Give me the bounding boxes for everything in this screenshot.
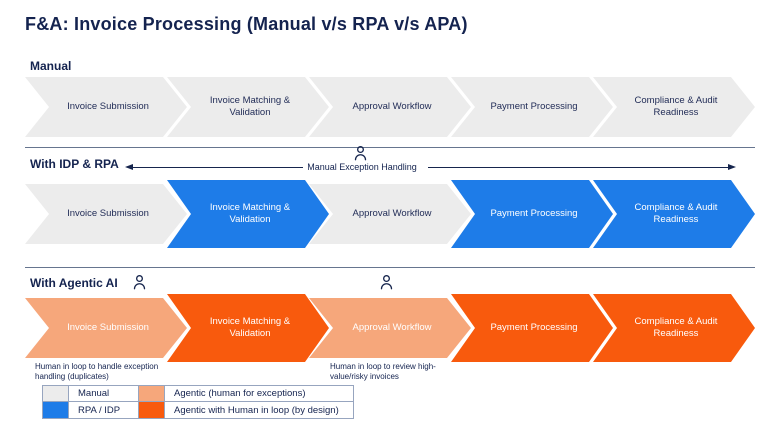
divider [25, 267, 755, 268]
chevron-label: Payment Processing [490, 322, 578, 334]
row-label-manual: Manual [30, 59, 72, 73]
chevron-invoice-submission: Invoice Submission [25, 77, 187, 137]
chevron-label: Compliance & Audit Readiness [634, 202, 718, 225]
legend-swatch-manual [43, 386, 69, 402]
chevron-approval-workflow: Approval Workflow [309, 77, 471, 137]
chevron-label: Approval Workflow [352, 322, 432, 334]
chevron-label: Approval Workflow [352, 101, 432, 113]
chevron-invoice-submission: Invoice Submission [25, 184, 187, 244]
process-row-agentic-ai: Invoice Submission Invoice Matching & Va… [25, 294, 755, 362]
chevron-label: Invoice Submission [67, 322, 149, 334]
person-icon [380, 275, 393, 290]
chevron-label: Payment Processing [490, 208, 578, 220]
process-row-idp-rpa: Invoice Submission Invoice Matching & Va… [25, 180, 755, 248]
chevron-label: Invoice Matching & Validation [209, 202, 291, 225]
chevron-compliance-audit: Compliance & Audit Readiness [593, 77, 755, 137]
exception-arrowhead-left [125, 164, 133, 170]
footnote-exception-handling: Human in loop to handle exception handli… [35, 362, 159, 382]
legend-swatch-agentic-dark [139, 402, 165, 418]
chevron-label: Invoice Submission [67, 101, 149, 113]
process-row-manual: Invoice Submission Invoice Matching & Va… [25, 73, 755, 141]
legend-swatch-agentic-light [139, 386, 165, 402]
chevron-label: Approval Workflow [352, 208, 432, 220]
chevron-label: Compliance & Audit Readiness [634, 95, 718, 118]
footnote-review-invoices: Human in loop to review high-value/risky… [330, 362, 436, 382]
exception-arrow-left-line [131, 167, 303, 168]
row-label-agentic-ai: With Agentic AI [30, 276, 118, 290]
legend-label-rpa: RPA / IDP [69, 402, 139, 418]
chevron-approval-workflow: Approval Workflow [309, 298, 471, 358]
legend-label-agentic-dark: Agentic with Human in loop (by design) [165, 402, 353, 418]
exception-handling-label: Manual Exception Handling [307, 162, 417, 172]
chevron-payment-processing: Payment Processing [451, 180, 613, 248]
chevron-label: Payment Processing [490, 101, 578, 113]
chevron-payment-processing: Payment Processing [451, 294, 613, 362]
chevron-invoice-matching: Invoice Matching & Validation [167, 180, 329, 248]
exception-arrow-right-line [428, 167, 728, 168]
chevron-label: Invoice Matching & Validation [209, 316, 291, 339]
chevron-compliance-audit: Compliance & Audit Readiness [593, 294, 755, 362]
chevron-invoice-matching: Invoice Matching & Validation [167, 294, 329, 362]
legend-label-manual: Manual [69, 386, 139, 402]
legend-swatch-rpa [43, 402, 69, 418]
chevron-label: Compliance & Audit Readiness [634, 316, 718, 339]
row-label-idp-rpa: With IDP & RPA [30, 157, 119, 171]
chevron-payment-processing: Payment Processing [451, 77, 613, 137]
exception-arrowhead-right [728, 164, 736, 170]
legend: Manual Agentic (human for exceptions) RP… [42, 385, 354, 419]
page-title: F&A: Invoice Processing (Manual v/s RPA … [25, 14, 468, 34]
chevron-invoice-matching: Invoice Matching & Validation [167, 77, 329, 137]
person-icon [354, 146, 367, 161]
chevron-label: Invoice Submission [67, 208, 149, 220]
chevron-approval-workflow: Approval Workflow [309, 184, 471, 244]
chevron-invoice-submission: Invoice Submission [25, 298, 187, 358]
divider [25, 147, 755, 148]
legend-label-agentic-light: Agentic (human for exceptions) [165, 386, 353, 402]
chevron-compliance-audit: Compliance & Audit Readiness [593, 180, 755, 248]
chevron-label: Invoice Matching & Validation [209, 95, 291, 118]
person-icon [133, 275, 146, 290]
